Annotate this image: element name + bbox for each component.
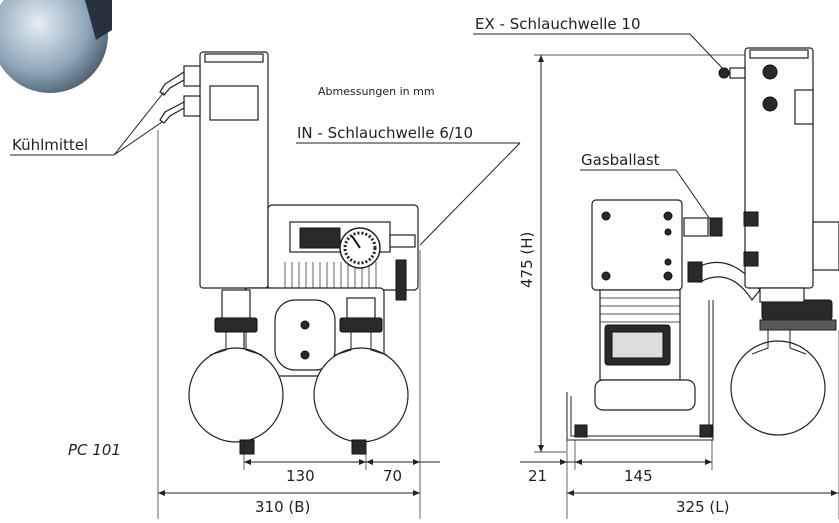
model-label: PC 101 [68,441,121,459]
front-neck-left [221,289,251,319]
coolant-hose-upper [159,70,185,96]
coolant-leader-lower [113,121,163,156]
side-hose-fitting [687,261,703,283]
front-condenser-cap [204,53,264,63]
front-view-pump [159,51,419,455]
side-clamp-band [759,319,837,331]
front-flask-right [313,347,409,443]
front-valve-block [299,227,341,249]
dim-145: 145 [624,467,653,485]
gas-ballast-knob [709,217,723,237]
coolant-label: Kühlmittel [12,136,88,154]
ex-hose-barb [729,67,746,79]
side-neck [759,287,805,303]
side-motor-base [594,379,696,411]
coolant-hose-lower [159,101,185,124]
front-base-plate [274,299,336,371]
side-motor-fins [600,297,680,323]
side-view-pump [566,47,839,441]
leader-lines [10,33,725,246]
side-flask-neck [751,330,807,355]
front-foot-right [351,439,367,455]
dim-310: 310 (B) [255,498,310,516]
front-neck-right [346,297,376,319]
in-hose-leader [419,142,521,246]
front-clamp-left [214,317,258,333]
coolant-nozzle-upper [183,65,201,87]
front-screw-2 [300,350,310,360]
vacuum-gauge-needle [351,235,361,249]
dim-130: 130 [286,467,315,485]
side-frame-inner [570,300,710,437]
front-foot-left [239,439,255,455]
front-flask-right-neck [334,332,388,356]
vacuum-gauge-scale [343,231,377,265]
side-flask [730,340,826,436]
dim-21: 21 [528,467,547,485]
side-condenser-label [794,89,814,125]
dim-475: 475 (H) [518,232,536,288]
front-fins [284,262,377,290]
dim-325: 325 (L) [676,498,729,516]
side-condenser-cap [749,49,809,59]
ex-hose-tip [718,67,730,79]
gas-ballast-label: Gasballast [581,151,660,169]
coolant-leader-upper [113,91,165,156]
gas-ballast-valve [683,217,709,237]
side-terminal-cover [611,331,664,359]
front-flask-left [188,347,284,443]
dimensions-note: Abmessungen in mm [318,85,435,98]
side-coolant-connector [812,221,839,271]
front-hose-connector [395,259,407,301]
front-flask-left-neck [209,332,263,356]
front-condenser-label [209,85,259,121]
side-frame [566,300,714,441]
in-hose-label: IN - Schlauchwelle 6/10 [297,124,473,142]
ex-hose-label: EX - Schlauchwelle 10 [475,15,641,33]
front-clamp-right [339,317,383,333]
front-inlet-fitting [389,234,416,248]
corner-sphere-fragment [0,0,112,93]
front-screw-1 [300,320,310,330]
side-connecting-hose [695,261,761,302]
ex-hose-leader [689,33,725,71]
dim-70: 70 [383,467,402,485]
gas-ballast-leader [675,169,713,223]
side-clamp [761,299,833,321]
coolant-nozzle-lower [183,95,201,117]
dimension-lines [157,54,839,519]
